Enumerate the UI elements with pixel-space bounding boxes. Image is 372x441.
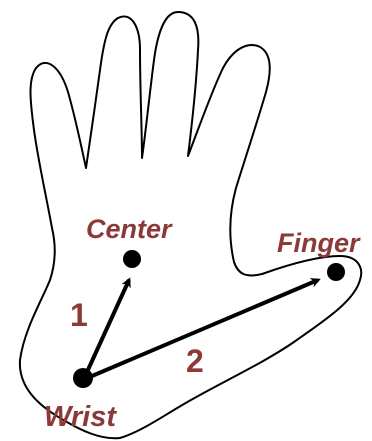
arrow-2-line xyxy=(92,280,318,376)
arrow-2-number: 2 xyxy=(186,343,204,379)
finger-point xyxy=(327,263,345,281)
arrow-1-line xyxy=(87,280,129,372)
arrow-1-number: 1 xyxy=(70,297,88,333)
center-point xyxy=(123,250,141,268)
wrist-point xyxy=(73,368,93,388)
finger-label: Finger xyxy=(277,228,361,258)
wrist-label: Wrist xyxy=(44,401,117,433)
center-label: Center xyxy=(86,214,173,244)
